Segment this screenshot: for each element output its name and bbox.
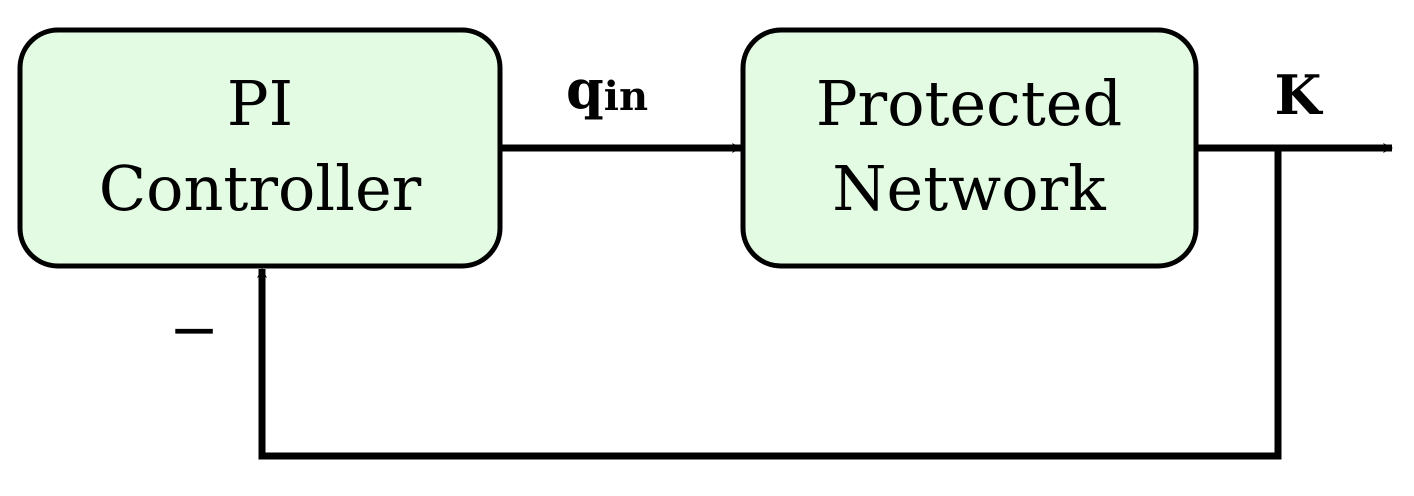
feedback-path	[257, 148, 1282, 460]
pi-controller-label-line1: PI	[227, 67, 293, 140]
protected-network-block: Protected Network	[740, 27, 1199, 269]
output-signal-label: K	[1275, 63, 1324, 127]
input-signal-main: q	[566, 57, 604, 121]
feedback-sign: −	[169, 295, 219, 365]
input-signal-subscript: in	[604, 73, 648, 120]
pi-controller-box	[17, 27, 503, 269]
protected-network-box	[740, 27, 1199, 269]
protected-network-label-line1: Protected	[816, 67, 1122, 140]
pi-controller-block: PI Controller	[17, 27, 503, 269]
protected-network-label-line2: Network	[832, 152, 1106, 225]
input-signal-label: qin	[566, 57, 648, 121]
feedback-junction	[1275, 145, 1281, 151]
pi-controller-label-line2: Controller	[99, 152, 422, 225]
